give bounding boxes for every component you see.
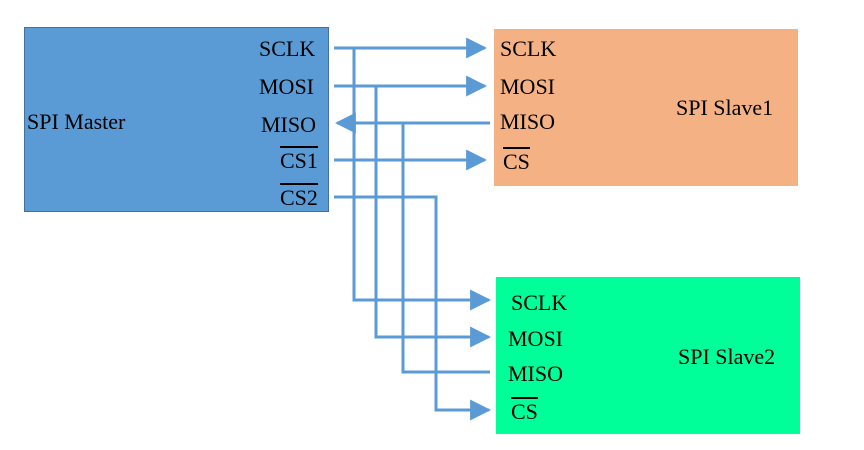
spi-slave1-title: SPI Slave1 [676, 95, 774, 120]
slave1-cs-label: CS [503, 149, 530, 174]
spi-master-block [24, 27, 329, 212]
master-sclk-label: SCLK [259, 36, 316, 61]
master-cs1-label: CS1 [280, 148, 318, 173]
master-mosi-label: MOSI [259, 74, 315, 99]
spi-slave2-block [496, 277, 800, 434]
slave1-mosi-label: MOSI [500, 74, 556, 99]
master-cs2-label: CS2 [280, 185, 318, 210]
slave1-sclk-label: SCLK [500, 36, 557, 61]
slave2-mosi-label: MOSI [508, 326, 564, 351]
mosi-wire-slave2 [374, 86, 492, 348]
slave1-miso-label: MISO [500, 109, 556, 134]
master-miso-label: MISO [261, 112, 317, 137]
slave2-cs-label: CS [511, 399, 538, 424]
slave2-sclk-label: SCLK [511, 290, 568, 315]
spi-slave2-title: SPI Slave2 [678, 344, 776, 369]
spi-master-title: SPI Master [27, 109, 126, 134]
cs2-wire [334, 195, 492, 421]
slave2-miso-label: MISO [508, 361, 564, 386]
miso-wire-slave2 [401, 123, 490, 374]
spi-slave1-block [494, 29, 798, 186]
